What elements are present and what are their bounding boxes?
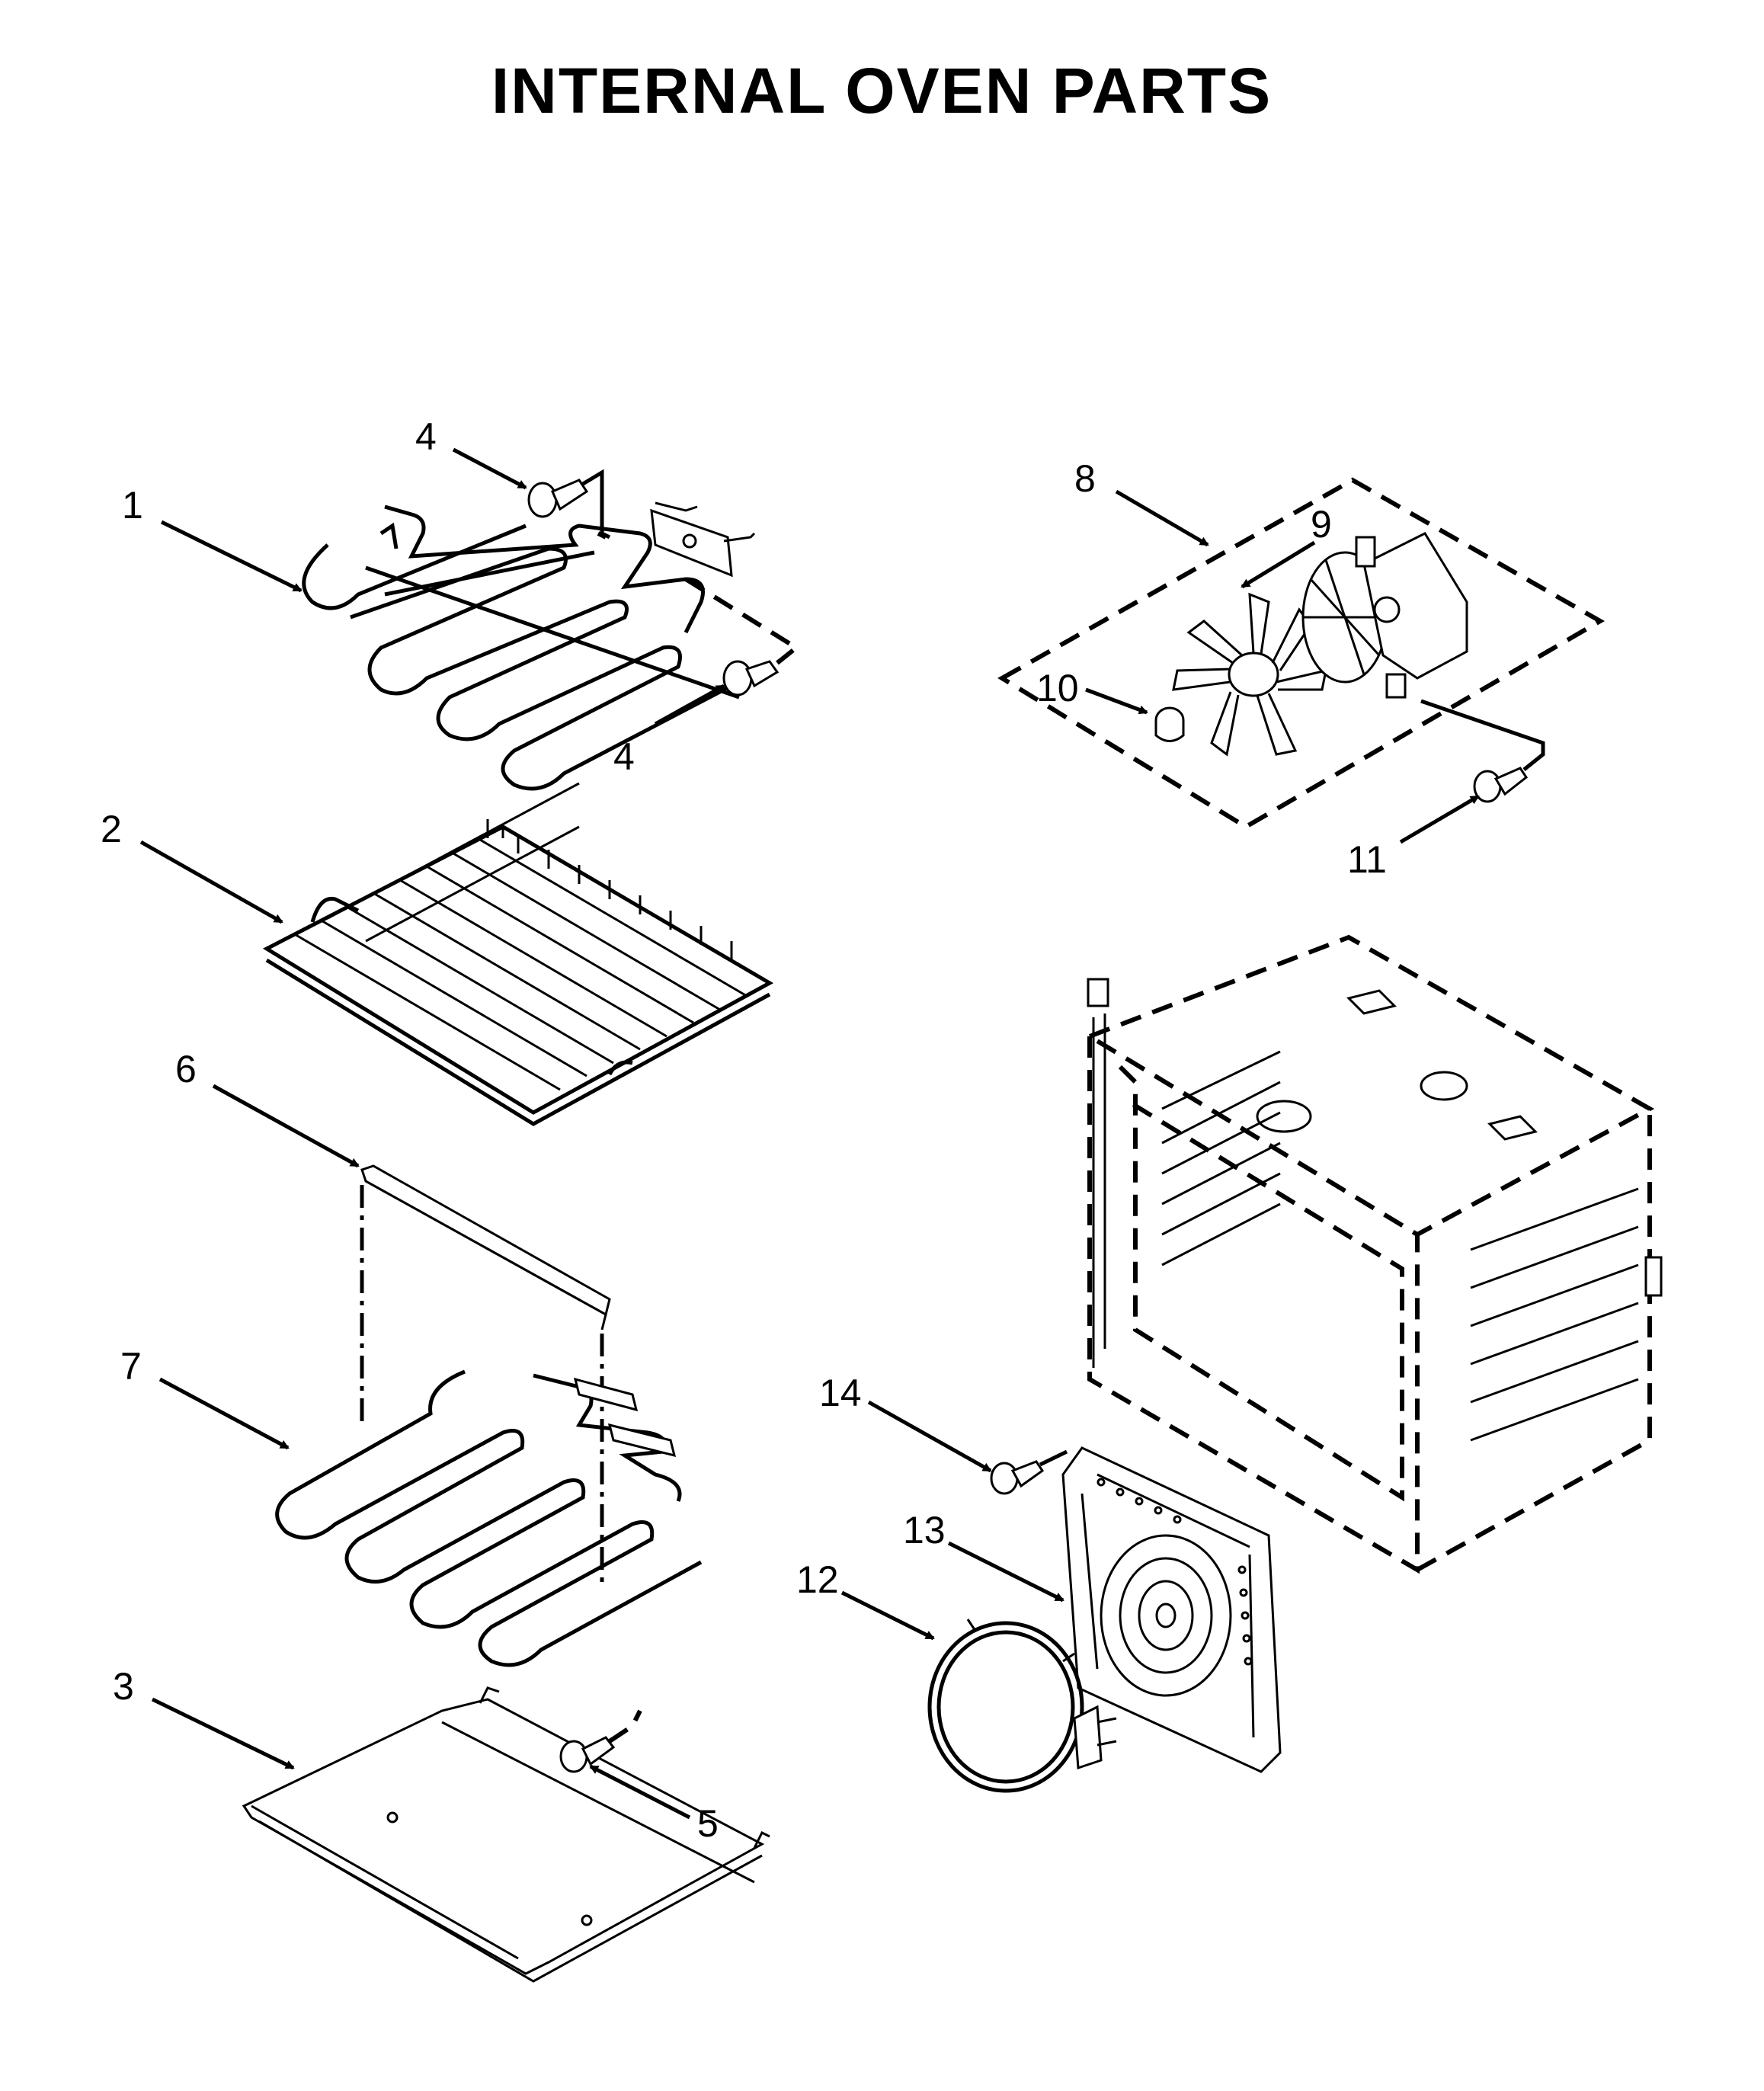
callout-7: 7 [120,1345,142,1388]
callout-14: 14 [819,1372,862,1414]
part-12-convection-element [927,1619,1117,1793]
part-3-bottom-cover [242,1686,770,1983]
callout-6: 6 [175,1048,197,1090]
screw-4-bottom [722,660,780,696]
part-1-broil-element [302,501,756,791]
callout-4-top: 4 [415,415,437,458]
callout-2: 2 [101,808,122,850]
screw-14 [990,1460,1045,1495]
part-2-oven-rack [262,782,774,1126]
part-6-element-bracket [360,1164,611,1585]
screw-5 [559,1736,616,1773]
callout-9: 9 [1311,503,1332,546]
callout-3: 3 [113,1665,134,1708]
callout-labels: 1 4 4 2 6 7 3 5 8 9 10 11 14 13 12 [101,415,1387,1845]
callout-5: 5 [697,1802,719,1845]
part-10-fan-hub [1154,706,1185,742]
callout-1: 1 [122,484,143,527]
page-title: INTERNAL OVEN PARTS [491,55,1272,126]
fan-motor [1301,532,1468,699]
screw-11 [1473,767,1529,803]
part-7-bake-element [275,1369,703,1667]
oven-cavity [1084,934,1663,1574]
leader-lines [139,447,1480,1820]
callout-8: 8 [1074,457,1096,500]
callout-11: 11 [1347,838,1387,881]
callout-13: 13 [903,1509,946,1551]
callout-10: 10 [1036,667,1079,709]
part-8-convection-fan-assembly [997,477,1606,830]
screw-4-top [527,479,589,518]
callout-12: 12 [796,1558,839,1601]
callout-4-bottom: 4 [613,735,635,778]
